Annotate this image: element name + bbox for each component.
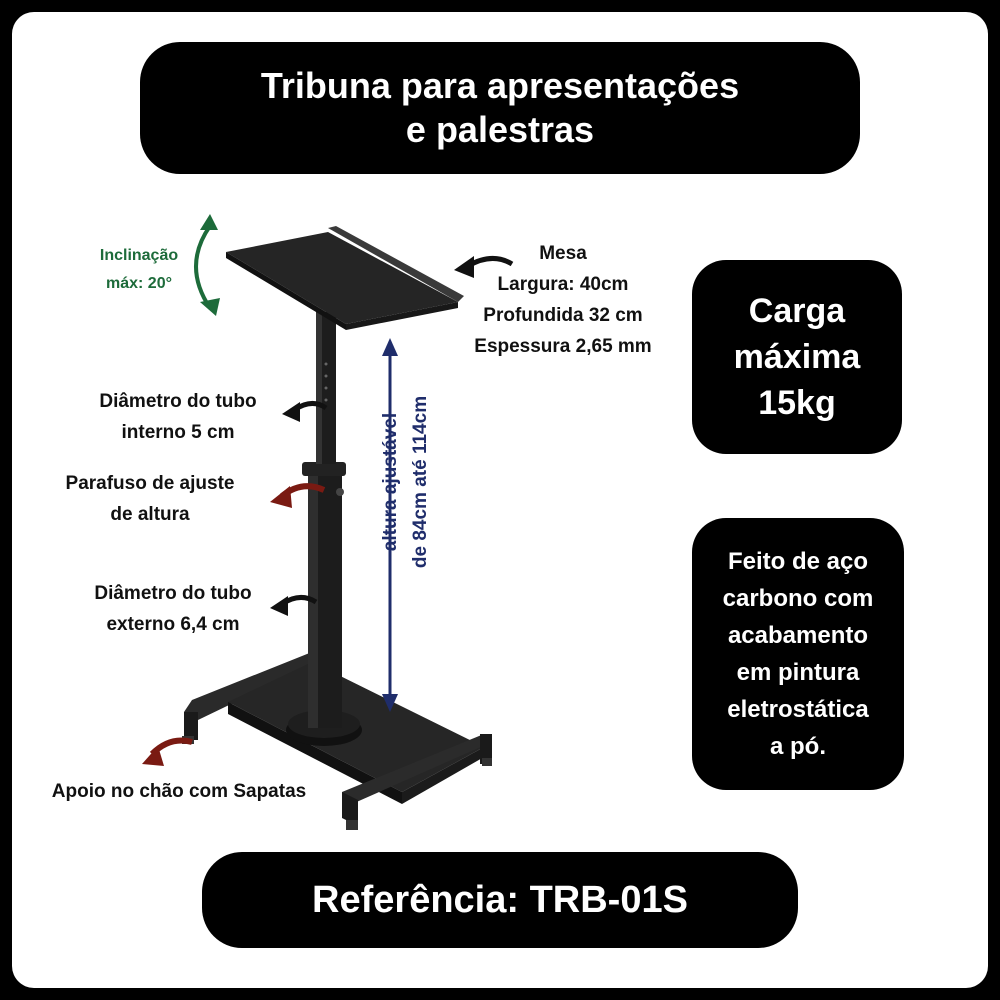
mesa-line-1: Mesa: [539, 243, 587, 264]
mesa-line-3: Profundida 32 cm: [483, 305, 643, 326]
parafuso-label: Parafuso de ajuste de altura: [40, 468, 260, 530]
material-badge: Feito de aço carbono com acabamento em p…: [692, 518, 904, 790]
reference-text: Referência: TRB-01S: [312, 878, 688, 921]
altura-line-2: de 84cm até 114cm: [410, 395, 431, 569]
material-line-5: eletrostática: [727, 696, 869, 723]
material-line-2: carbono com: [722, 585, 874, 612]
inclinacao-line-2: máx: 20°: [106, 275, 172, 292]
max-load-badge: Carga máxima 15kg: [692, 260, 902, 454]
inclinacao-line-1: Inclinação: [99, 247, 179, 264]
reference-badge: Referência: TRB-01S: [202, 852, 798, 948]
tilt-arrow-head-top-icon: [200, 214, 218, 230]
parafuso-line-1: Parafuso de ajuste: [65, 473, 235, 494]
altura-label: altura ajustável de 84cm até 114cm: [376, 312, 436, 652]
material-line-1: Feito de aço: [727, 548, 868, 575]
material-line-3: acabamento: [727, 622, 869, 649]
carga-line-1: Carga: [748, 292, 846, 330]
title-line-2: e palestras: [405, 109, 595, 150]
mesa-label: Mesa Largura: 40cm Profundida 32 cm Espe…: [448, 238, 678, 362]
lectern-column: [302, 312, 346, 728]
tubo-externo-label: Diâmetro do tubo externo 6,4 cm: [68, 578, 278, 640]
material-line-4: em pintura: [736, 659, 860, 686]
material-line-6: a pó.: [769, 733, 826, 760]
tubo-interno-label: Diâmetro do tubo interno 5 cm: [70, 386, 286, 448]
title-line-1: Tribuna para apresentações: [260, 65, 740, 106]
tubo-externo-line-2: externo 6,4 cm: [106, 614, 240, 635]
tubo-interno-line-1: Diâmetro do tubo: [99, 391, 257, 412]
inclinacao-label: Inclinação máx: 20°: [74, 242, 204, 298]
lectern-desk: [226, 226, 464, 330]
parafuso-line-2: de altura: [110, 504, 190, 525]
tilt-arrow-head-bottom-icon: [200, 298, 220, 316]
carga-line-2: máxima: [733, 338, 861, 376]
mesa-line-2: Largura: 40cm: [497, 274, 629, 295]
apoio-text: Apoio no chão com Sapatas: [51, 781, 307, 802]
tubo-interno-line-2: interno 5 cm: [121, 422, 235, 443]
altura-line-1: altura ajustável: [380, 412, 401, 552]
tilt-arrow-icon: [194, 224, 212, 310]
mesa-line-4: Espessura 2,65 mm: [474, 336, 652, 357]
lectern-base: [182, 652, 492, 830]
tubo-externo-line-1: Diâmetro do tubo: [94, 583, 252, 604]
lectern-illustration: [142, 214, 514, 830]
product-card: Tribuna para apresentações e palestras: [12, 12, 988, 988]
apoio-label: Apoio no chão com Sapatas: [26, 776, 332, 807]
carga-line-3: 15kg: [758, 384, 836, 422]
page-title: Tribuna para apresentações e palestras: [140, 42, 860, 174]
height-arrow-icon: [382, 338, 398, 712]
